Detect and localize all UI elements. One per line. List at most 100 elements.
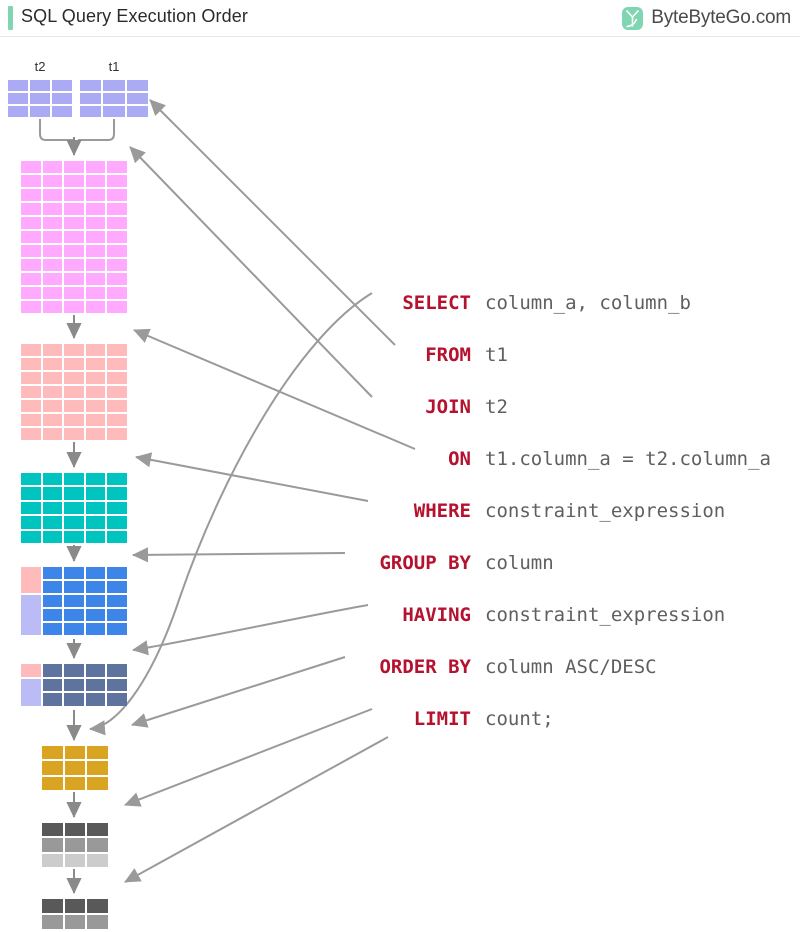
- grid-cell: [107, 609, 127, 621]
- grid-cell: [42, 761, 63, 775]
- grid-cell: [85, 344, 106, 356]
- grid-cell: [85, 259, 106, 271]
- source-table-t1: [80, 80, 148, 117]
- table-label-t1: t1: [108, 59, 120, 74]
- grid-cell: [87, 776, 108, 790]
- sql-value: column ASC/DESC: [485, 656, 657, 678]
- connector-from: [149, 99, 396, 346]
- grid-cell: [85, 414, 106, 426]
- grid-cell: [107, 231, 127, 243]
- where-filter-block: [21, 473, 127, 543]
- grid-cell: [85, 530, 106, 543]
- grid-cell: [30, 106, 50, 117]
- grid-cell: [42, 428, 63, 440]
- grid-cell: [107, 678, 127, 692]
- grid-cell: [107, 595, 127, 607]
- grid-cell: [52, 106, 72, 117]
- connector-join: [129, 146, 373, 398]
- grid-cell: [107, 473, 127, 486]
- grid-cell: [30, 93, 50, 104]
- grid-cell: [107, 693, 127, 706]
- grid-cell: [107, 581, 127, 593]
- grid-cell: [64, 344, 84, 356]
- grid-cell: [42, 581, 63, 593]
- grid-cell: [107, 175, 127, 187]
- grid-cell: [107, 273, 127, 285]
- sql-keyword: HAVING: [402, 604, 471, 626]
- sql-keyword: ON: [448, 448, 471, 470]
- grid-cell: [64, 501, 84, 515]
- grid-cell: [42, 217, 63, 229]
- grid-cell: [64, 161, 84, 173]
- grid-cell: [52, 80, 72, 91]
- grid-cell: [21, 231, 41, 243]
- grid-cell: [107, 400, 127, 412]
- grid-cell: [42, 693, 63, 706]
- bytebytego-logo-icon: [621, 6, 644, 31]
- grid-cell: [80, 93, 102, 104]
- sql-keyword: JOIN: [425, 396, 471, 418]
- grid-cell: [87, 853, 108, 867]
- sql-value: t2: [485, 396, 508, 418]
- grid-cell: [21, 301, 41, 313]
- grid-cell: [64, 301, 84, 313]
- grid-cell: [80, 80, 102, 91]
- grid-cell: [85, 386, 106, 398]
- grid-cell: [42, 231, 63, 243]
- join-filter-block: [21, 344, 127, 440]
- grid-cell: [85, 287, 106, 299]
- grid-cell: [64, 259, 84, 271]
- grid-cell: [107, 301, 127, 313]
- grid-cell: [42, 899, 63, 913]
- grid-cell: [85, 623, 106, 635]
- grid-cell: [107, 161, 127, 173]
- sql-value: column: [485, 552, 554, 574]
- grid-cell: [64, 273, 84, 285]
- grid-cell: [85, 487, 106, 500]
- grid-cell: [126, 106, 148, 117]
- grid-cell: [107, 189, 127, 201]
- grid-cell: [64, 853, 86, 867]
- grid-cell: [64, 899, 86, 913]
- grid-cell: [64, 428, 84, 440]
- sql-line-join: JOIN t2: [368, 381, 798, 433]
- grid-cell: [64, 776, 86, 790]
- grid-cell: [8, 106, 28, 117]
- grid-cell: [64, 400, 84, 412]
- grid-cell: [42, 400, 63, 412]
- source-table-t2: [8, 80, 72, 117]
- grid-cell: [42, 838, 63, 852]
- grid-cell: [64, 175, 84, 187]
- page-header: SQL Query Execution Order ByteByteGo.com: [0, 0, 800, 37]
- grid-cell: [42, 567, 63, 579]
- grid-cell: [126, 80, 148, 91]
- grid-cell: [42, 245, 63, 257]
- grid-cell: [85, 664, 106, 677]
- grid-cell: [103, 106, 125, 117]
- sql-keyword: ORDER BY: [379, 656, 471, 678]
- grid-cell: [85, 301, 106, 313]
- grid-cell: [42, 372, 63, 384]
- grid-cell: [64, 761, 86, 775]
- grid-cell-highlight: [21, 664, 41, 677]
- grid-cell: [85, 231, 106, 243]
- grid-cell: [42, 623, 63, 635]
- grid-cell: [85, 245, 106, 257]
- grid-cell: [64, 358, 84, 370]
- grid-cell: [85, 161, 106, 173]
- connector-groupby: [132, 547, 346, 563]
- grid-cell: [85, 567, 106, 579]
- grid-cell: [42, 678, 63, 692]
- grid-cell: [21, 501, 41, 515]
- grid-cell: [42, 287, 63, 299]
- grid-cell: [107, 217, 127, 229]
- grid-cell: [85, 273, 106, 285]
- grid-cell: [85, 693, 106, 706]
- grid-cell: [64, 678, 84, 692]
- grid-cell: [64, 838, 86, 852]
- grid-cell: [42, 189, 63, 201]
- grid-cell: [85, 678, 106, 692]
